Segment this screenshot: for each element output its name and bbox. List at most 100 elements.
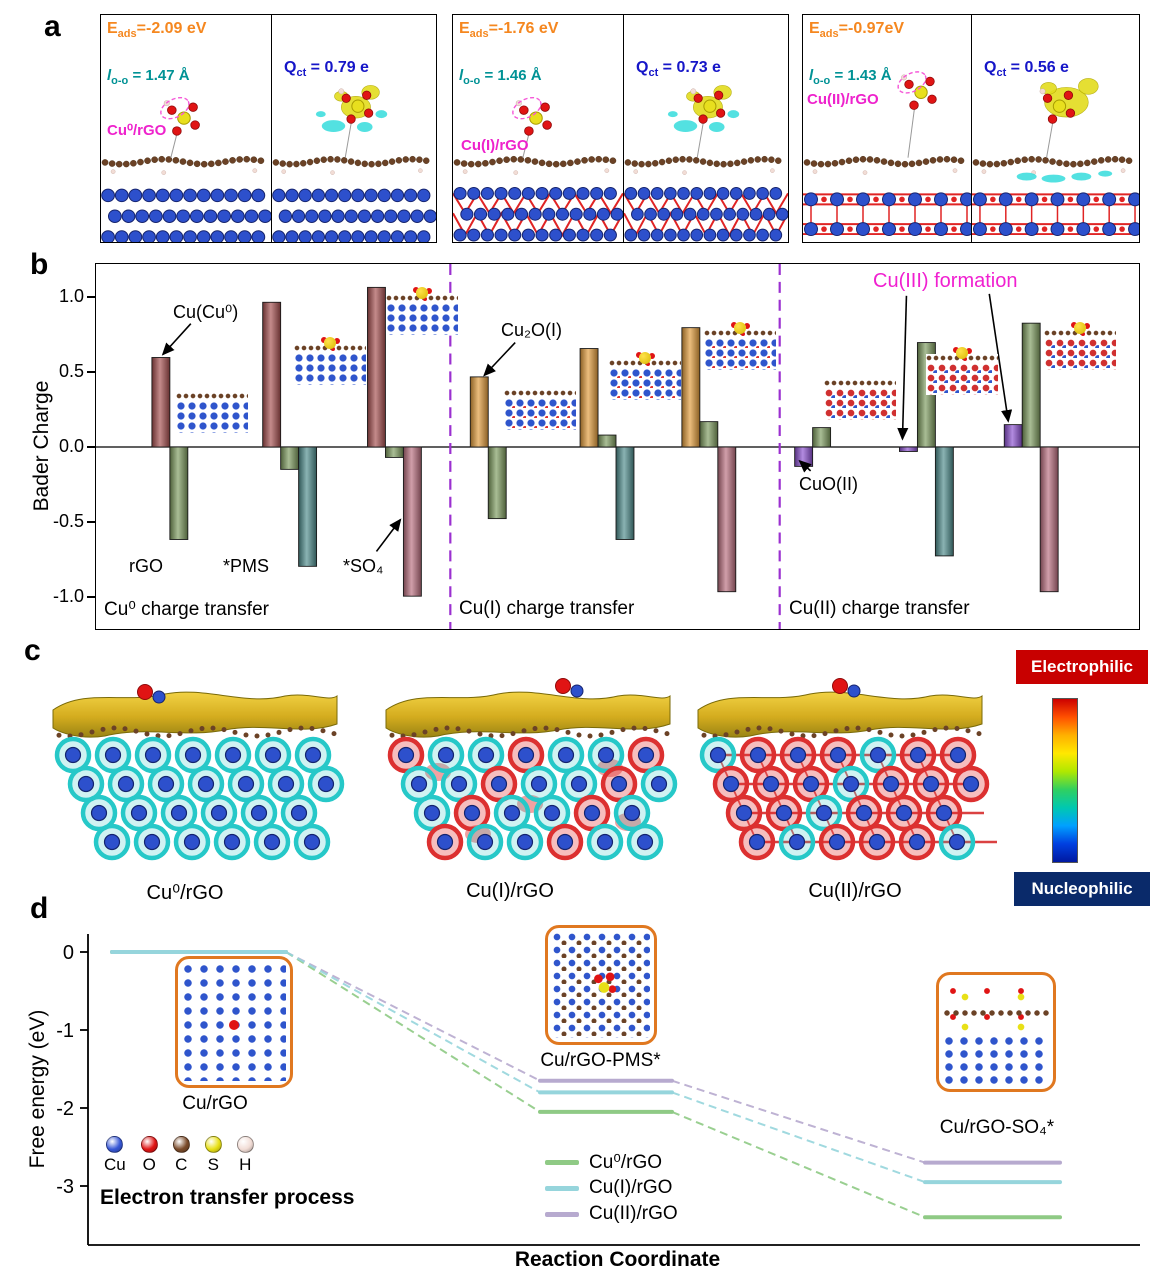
bar-rgo [487, 446, 507, 520]
annotation-rgo: rGO [129, 556, 163, 576]
bar-cu0 [151, 357, 171, 448]
free-energy-axis-label: Free energy (eV) [26, 1009, 49, 1169]
cu1-charge-density-box: Qct = 0.73 e [623, 14, 789, 243]
atom-s: S [204, 1136, 222, 1175]
cu2-adsorption-structure [803, 71, 971, 237]
bar-so4 [1039, 446, 1059, 593]
bar-so4 [402, 446, 422, 597]
series-legend: Cu⁰/rGO Cu(I)/rGO Cu(II)/rGO [545, 1149, 678, 1227]
legend-row-cu2: Cu(II)/rGO [545, 1201, 678, 1227]
bar-cu2 [899, 446, 918, 452]
atom-o: O [140, 1136, 158, 1175]
panel-d-label: d [30, 892, 49, 925]
structure-inset [504, 389, 576, 430]
cu1-adsorption-box: Eads=-1.76 eV lo-o = 1.46 Å Cu(I)/rGO [452, 14, 624, 243]
bar-rgo [280, 446, 300, 470]
structure-inset [176, 392, 248, 433]
cu0-charge-density [272, 85, 436, 242]
bar-rgo [384, 446, 404, 458]
esp-surface-cu2 [697, 678, 997, 861]
step-label-curgo-so4: Cu/rGO-SO₄* [939, 1117, 1055, 1138]
annotation-cuo2: CuO(II) [799, 474, 859, 494]
bar-rgo [169, 446, 189, 540]
bar-cu1 [681, 327, 701, 448]
bar-cu0 [367, 286, 386, 448]
panel-c-label: c [24, 634, 41, 667]
section-label-cu1: Cu(I) charge transfer [459, 598, 635, 619]
annotation-pms: *PMS [223, 556, 270, 576]
cu0-charge-density-box: Qct = 0.79 e [271, 14, 437, 243]
cu2-charge-density-box: Qct = 0.56 e [971, 14, 1140, 243]
b-tickmark [87, 521, 95, 523]
qct-label: Qct = 0.73 e [636, 59, 721, 80]
annotation-so4: *SO₄ [343, 556, 384, 576]
curgo-inset [175, 956, 293, 1088]
curgo-so4-inset [936, 972, 1056, 1092]
catalyst-label: Cu(I)/rGO [461, 137, 529, 154]
s-atom-icon [204, 1136, 222, 1153]
svg-text:-3: -3 [56, 1176, 74, 1198]
bar-rgo [699, 421, 719, 448]
atom-h: H [236, 1136, 254, 1175]
b-tickmark [87, 296, 95, 298]
panel-b-label: b [30, 248, 49, 281]
bar-cu0 [262, 301, 282, 448]
esp-surface-cu1 [385, 678, 678, 861]
cu0-adsorption-box: Eads=-2.09 eV lo-o = 1.47 Å Cu⁰/rGO [100, 14, 272, 243]
oxygen-dot [229, 1019, 239, 1030]
annotation-cu2o: Cu₂O(I) [501, 320, 562, 340]
structure-inset [386, 287, 458, 335]
bar-cu2 [1003, 424, 1023, 448]
qct-label: Qct = 0.79 e [284, 59, 369, 80]
o-atom-icon [140, 1136, 158, 1153]
esp-label-cu0: Cu⁰/rGO [146, 882, 224, 904]
free-energy-diagram: 0-1-2-3 [56, 934, 1140, 1246]
bar-so4 [717, 446, 737, 593]
colorbar-electrophilic-label: Electrophilic [1016, 650, 1148, 684]
cu0-adsorption-structure [101, 96, 271, 242]
legend-label-cu1: Cu(I)/rGO [589, 1177, 673, 1198]
cu-slab [943, 1035, 1049, 1085]
structure-inset [609, 352, 681, 400]
esp-label-cu2: Cu(II)/rGO [808, 880, 902, 902]
c-atom-icon [172, 1136, 190, 1153]
step-label-curgo-pms: Cu/rGO-PMS* [540, 1050, 661, 1071]
oo-bondlength-label: lo-o = 1.47 Å [107, 67, 190, 87]
legend-swatch-cu0-icon [545, 1159, 579, 1165]
bar-rgo [1021, 322, 1041, 448]
structure-inset [294, 337, 366, 385]
legend-swatch-cu2-icon [545, 1211, 579, 1217]
structure-inset [704, 322, 776, 370]
annotation-cu-cu0: Cu(Cu⁰) [173, 302, 239, 322]
curgo-pms-inset [545, 925, 657, 1045]
structure-inset [1044, 322, 1116, 370]
catalyst-label: Cu(II)/rGO [807, 91, 879, 108]
bar-pms [934, 446, 954, 557]
cu2-charge-density [972, 78, 1139, 237]
atom-cu: Cu [104, 1136, 126, 1175]
legend-label-cu2: Cu(II)/rGO [589, 1203, 678, 1224]
bader-charge-plot: Cu⁰ charge transfer Cu(I) charge transfe… [95, 263, 1140, 630]
eads-label: Eads=-0.97eV [809, 20, 905, 41]
legend-row-cu0: Cu⁰/rGO [545, 1149, 678, 1175]
b-ytick-label: -0.5 [52, 511, 84, 531]
cu-atom-icon [106, 1136, 124, 1153]
esp-label-cu1: Cu(I)/rGO [466, 880, 554, 902]
bar-rgo [812, 427, 832, 448]
cu1-charge-density [624, 85, 788, 242]
legend-label-cu0: Cu⁰/rGO [589, 1151, 663, 1173]
section-label-cu0: Cu⁰ charge transfer [104, 599, 269, 620]
colorbar-gradient [1052, 698, 1078, 863]
legend-row-cu1: Cu(I)/rGO [545, 1175, 678, 1201]
qct-label: Qct = 0.56 e [984, 59, 1069, 80]
panel-a-label: a [44, 10, 61, 43]
catalyst-label: Cu⁰/rGO [107, 122, 167, 139]
structure-inset [926, 347, 998, 395]
bar-pms [615, 446, 635, 540]
b-ytick-label: 1.0 [58, 286, 84, 306]
pms-molecule [590, 969, 619, 998]
eads-label: Eads=-1.76 eV [459, 20, 559, 41]
oo-bondlength-label: lo-o = 1.43 Å [809, 67, 892, 87]
bar-cu1 [579, 348, 599, 448]
